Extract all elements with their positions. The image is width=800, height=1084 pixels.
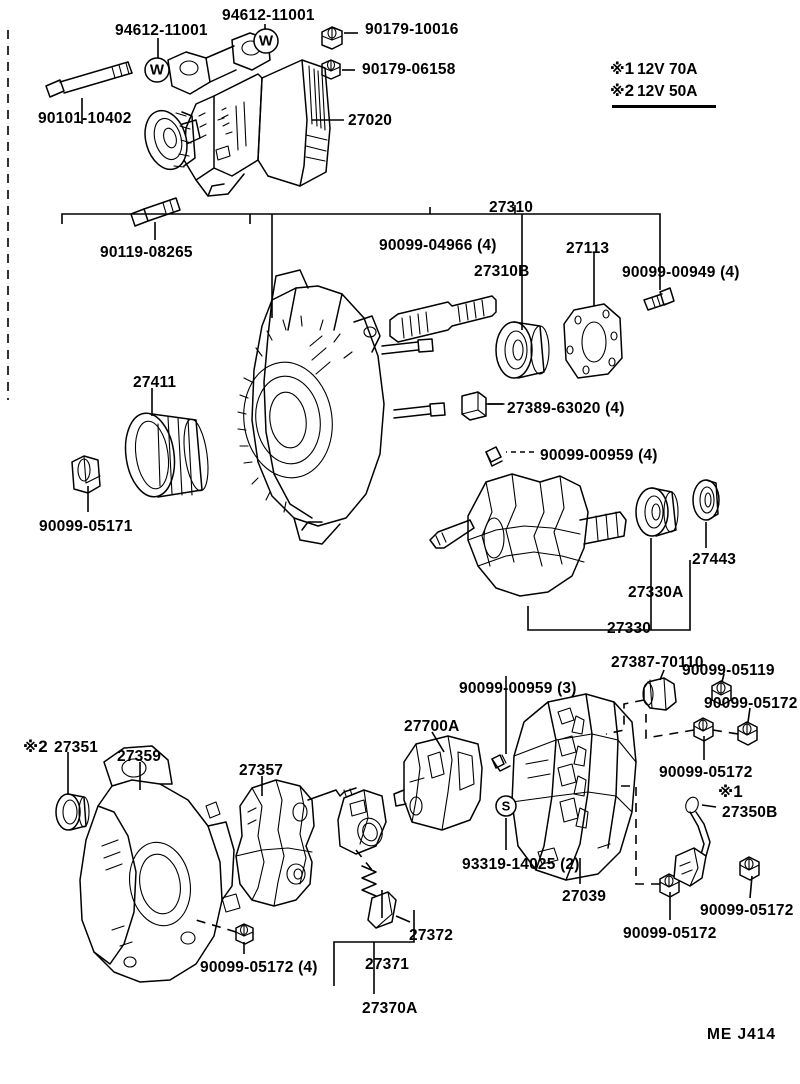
label-27113: 27113 [566, 240, 610, 257]
drive-end-frame-art [237, 269, 446, 545]
alternator-assembly-art [45, 26, 343, 227]
washer-symbol-b: W [259, 34, 273, 49]
rotor-27330-art [429, 473, 720, 631]
washer-symbol-a: W [150, 63, 164, 78]
label-27350B: 27350B [722, 804, 778, 821]
brush-holder-27357-art [235, 779, 357, 907]
label-27310: 27310 [489, 199, 534, 216]
nut-bl-art [195, 919, 254, 954]
mark-index: 1 [733, 782, 743, 801]
nut-90099-05171-art [71, 455, 101, 494]
label-90099-05171: 90099-05171 [39, 518, 133, 535]
bearing-27310B-art [495, 321, 550, 379]
sheet-code: ME J414 [706, 1026, 776, 1043]
label-90099-00959-4: 90099-00959 (4) [540, 447, 658, 464]
label-27700A: 27700A [404, 718, 460, 735]
label-27370A: 27370A [362, 1000, 418, 1017]
insulator-27389-art [461, 391, 505, 421]
label-94612-11001-a: 94612-11001 [115, 22, 208, 39]
label-27310B: 27310B [474, 263, 530, 280]
washer-glyph: W [149, 61, 165, 79]
label-27330: 27330 [607, 620, 652, 637]
leader-lines [67, 24, 707, 918]
label-27371: 27371 [365, 956, 410, 973]
label-27020: 27020 [348, 112, 393, 129]
symbol-circles [144, 28, 517, 817]
label-27357: 27357 [239, 762, 284, 779]
label-93319-14025: 93319-14025 (2) [462, 856, 580, 873]
label-27372: 27372 [409, 927, 454, 944]
label-90179-06158: 90179-06158 [362, 61, 456, 78]
nut-05172-ur-art [737, 721, 758, 746]
label-90099-05172-mid: 90099-05172 [659, 764, 753, 781]
screw-90099-00959-art [485, 446, 503, 467]
asterisk-mark-icon: ※ [610, 61, 625, 78]
label-90099-04966: 90099-04966 (4) [379, 237, 497, 254]
legend-underline [612, 105, 716, 108]
label-27387-70110: 27387-70110 [611, 654, 704, 671]
legend-index: 2 [624, 80, 635, 100]
mark-ref-1: ※1 [718, 783, 743, 801]
label-90101-10402: 90101-10402 [38, 110, 132, 127]
washer-glyph: W [258, 32, 274, 50]
shaft-art [389, 295, 497, 343]
nut-05172-br-art [739, 856, 760, 881]
mark-ref-2: ※2 [23, 738, 48, 756]
wire-27350B-art [673, 796, 711, 887]
retainer-27113-art [563, 303, 623, 379]
legend-spec: 12V 50A [637, 82, 698, 100]
screw-symbol: S [502, 800, 511, 813]
label-90099-05172-4: 90099-05172 (4) [200, 959, 318, 976]
label-27039: 27039 [562, 888, 607, 905]
asterisk-mark-icon: ※ [718, 784, 734, 801]
asterisk-mark-icon: ※ [610, 82, 625, 100]
label-27411: 27411 [133, 374, 177, 391]
rectifier-cover-27700A-art [393, 735, 483, 831]
rear-cover-27359-art [55, 745, 241, 983]
bolt-90099-00949-art [643, 287, 675, 311]
label-90099-00949: 90099-00949 (4) [622, 264, 740, 281]
asterisk-mark-icon: ※ [23, 739, 39, 756]
label-90099-05172-br: 90099-05172 [700, 902, 794, 919]
label-94612-11001-b: 94612-11001 [222, 7, 315, 24]
label-90119-08265: 90119-08265 [100, 244, 193, 261]
nut-05172-mid-art [645, 714, 739, 742]
legend-index: 1 [624, 59, 635, 78]
pulley-27411-art [124, 412, 209, 498]
label-27359: 27359 [117, 748, 162, 765]
label-27330A: 27330A [628, 584, 684, 601]
nut-05119-art [711, 680, 732, 706]
mark-index: 2 [38, 737, 48, 756]
label-27389-63020: 27389-63020 (4) [507, 400, 625, 417]
bracket-27310-group [61, 207, 661, 252]
label-90099-05172-ur: 90099-05172 [704, 695, 798, 712]
nut-05172-bot-art [620, 785, 680, 898]
label-27443: 27443 [692, 551, 737, 568]
label-90179-10016: 90179-10016 [365, 21, 459, 38]
screw-90099-00959-3-art [491, 754, 511, 772]
label-90099-05119: 90099-05119 [682, 662, 775, 679]
legend-spec: 12V 70A [637, 61, 698, 78]
screw-glyph: S [501, 798, 511, 814]
label-90099-05172-bot: 90099-05172 [623, 925, 717, 942]
label-27351: 27351 [54, 739, 99, 756]
grommet-27387-art [605, 677, 677, 735]
label-90099-00959-3: 90099-00959 (3) [459, 680, 577, 697]
stator-27039-art [511, 693, 637, 881]
